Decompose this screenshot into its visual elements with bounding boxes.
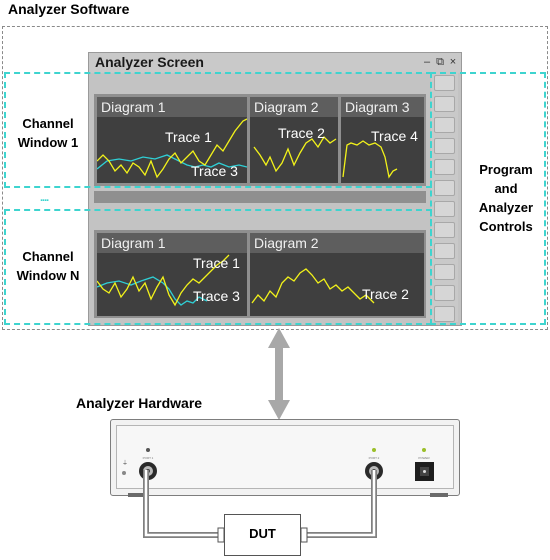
ch1-diagram-2-title: Diagram 2	[250, 97, 338, 117]
dut-box	[224, 514, 301, 556]
channel-gap-panel	[94, 191, 426, 203]
controls-label-line3: Analyzer	[478, 200, 534, 215]
close-icon[interactable]: ×	[449, 56, 457, 68]
controls-label-line2: and	[494, 181, 518, 196]
software-title: Analyzer Software	[8, 1, 130, 17]
control-button-4[interactable]	[434, 138, 455, 154]
ellipsis-separator: ....	[40, 192, 49, 204]
ch1-diagram-3-plot	[342, 140, 398, 179]
control-button-12[interactable]	[434, 306, 455, 322]
chN-diagram-1-title: Diagram 1	[97, 233, 247, 253]
screen-title: Analyzer Screen	[95, 54, 204, 70]
ch1-diagram-2-plot	[253, 135, 337, 173]
ch1-diagram-3-title: Diagram 3	[341, 97, 424, 117]
chN-trace-3-label: Trace 3	[193, 288, 240, 304]
channel-window-n-label-line1: Channel	[22, 249, 74, 264]
controls-label-line4: Controls	[479, 219, 533, 234]
ch1-diagram-1[interactable]: Diagram 1 Trace 1 Trace 3	[97, 97, 247, 183]
hardware-title: Analyzer Hardware	[76, 395, 203, 411]
ch1-diagram-1-plot	[97, 118, 247, 179]
cable-port-2-inner	[305, 470, 376, 537]
ground-symbol: ⏚	[122, 460, 128, 467]
chN-trace-1-line	[97, 254, 230, 307]
ch1-trace-1-label: Trace 1	[165, 129, 212, 145]
control-button-7[interactable]	[434, 201, 455, 217]
chN-diagram-1-plot	[97, 254, 230, 307]
hardware-foot-right	[430, 493, 448, 497]
chN-trace-2-label: Trace 2	[362, 286, 409, 302]
control-button-1[interactable]	[434, 75, 455, 91]
restore-icon[interactable]: ⧉	[436, 56, 444, 68]
cable-port-1-inner	[144, 470, 220, 537]
control-button-11[interactable]	[434, 285, 455, 301]
ch1-trace-4-line	[342, 140, 398, 179]
chN-diagram-2-plot	[251, 268, 375, 304]
ch1-trace-2-label: Trace 2	[278, 125, 325, 141]
cable-port-2-outer	[305, 470, 377, 538]
port-1-led	[146, 448, 150, 452]
channel-window-n-panel: Diagram 1 Trace 1 Trace 3 Diagram 2 Trac…	[94, 230, 426, 318]
chN-diagram-1[interactable]: Diagram 1 Trace 1 Trace 3	[97, 233, 247, 316]
ch1-trace-1-line	[97, 118, 247, 179]
control-button-3[interactable]	[434, 117, 455, 133]
channel-window-1-label: Channel Window 1	[6, 114, 90, 152]
port-2-led	[372, 448, 376, 452]
control-button-2[interactable]	[434, 96, 455, 112]
minimize-icon[interactable]: –	[423, 56, 431, 68]
controls-column	[431, 72, 458, 322]
screen-titlebar	[89, 53, 461, 73]
chN-trace-2-line	[251, 268, 375, 304]
ground-terminal	[122, 471, 126, 475]
port-1-tiny-text: PORT 1	[143, 456, 154, 460]
software-hardware-arrow	[268, 328, 290, 420]
ch1-trace-3-line	[97, 154, 247, 170]
control-button-5[interactable]	[434, 159, 455, 175]
power-tiny-text: POWER	[418, 456, 430, 460]
channel-window-1-label-line1: Channel	[22, 116, 74, 131]
channel-window-1-label-line2: Window 1	[17, 135, 79, 150]
dut-connector-right	[300, 527, 308, 543]
channel-window-n-label-line2: Window N	[16, 268, 80, 283]
dut-label: DUT	[249, 526, 276, 541]
hardware-foot-left	[128, 493, 146, 497]
software-boundary	[2, 26, 548, 330]
ch1-diagram-2[interactable]: Diagram 2 Trace 2	[250, 97, 338, 183]
controls-outline	[430, 72, 546, 325]
chN-diagram-2[interactable]: Diagram 2 Trace 2	[250, 233, 424, 316]
channel-window-n-label: Channel Window N	[6, 247, 90, 285]
power-led	[422, 448, 426, 452]
controls-label-line1: Program	[479, 162, 533, 177]
channel-window-1-panel: Diagram 1 Trace 1 Trace 3 Diagram 2 Trac…	[94, 94, 426, 186]
ch1-trace-4-label: Trace 4	[371, 128, 418, 144]
port-2-tiny-text: PORT 2	[369, 456, 380, 460]
power-switch-dot	[423, 470, 426, 473]
chN-diagram-2-title: Diagram 2	[250, 233, 424, 253]
ch1-diagram-3[interactable]: Diagram 3 Trace 4	[341, 97, 424, 183]
control-button-8[interactable]	[434, 222, 455, 238]
cable-port-1-outer	[143, 470, 220, 538]
chN-trace-1-label: Trace 1	[193, 255, 240, 271]
analyzer-front-panel	[116, 425, 454, 489]
controls-label: Program and Analyzer Controls	[466, 160, 546, 236]
control-button-9[interactable]	[434, 243, 455, 259]
ch1-diagram-1-title: Diagram 1	[97, 97, 247, 117]
dut-cables	[143, 470, 377, 543]
ch1-trace-3-label: Trace 3	[191, 163, 238, 179]
control-button-6[interactable]	[434, 180, 455, 196]
ch1-trace-2-line	[253, 135, 337, 173]
control-button-10[interactable]	[434, 264, 455, 280]
